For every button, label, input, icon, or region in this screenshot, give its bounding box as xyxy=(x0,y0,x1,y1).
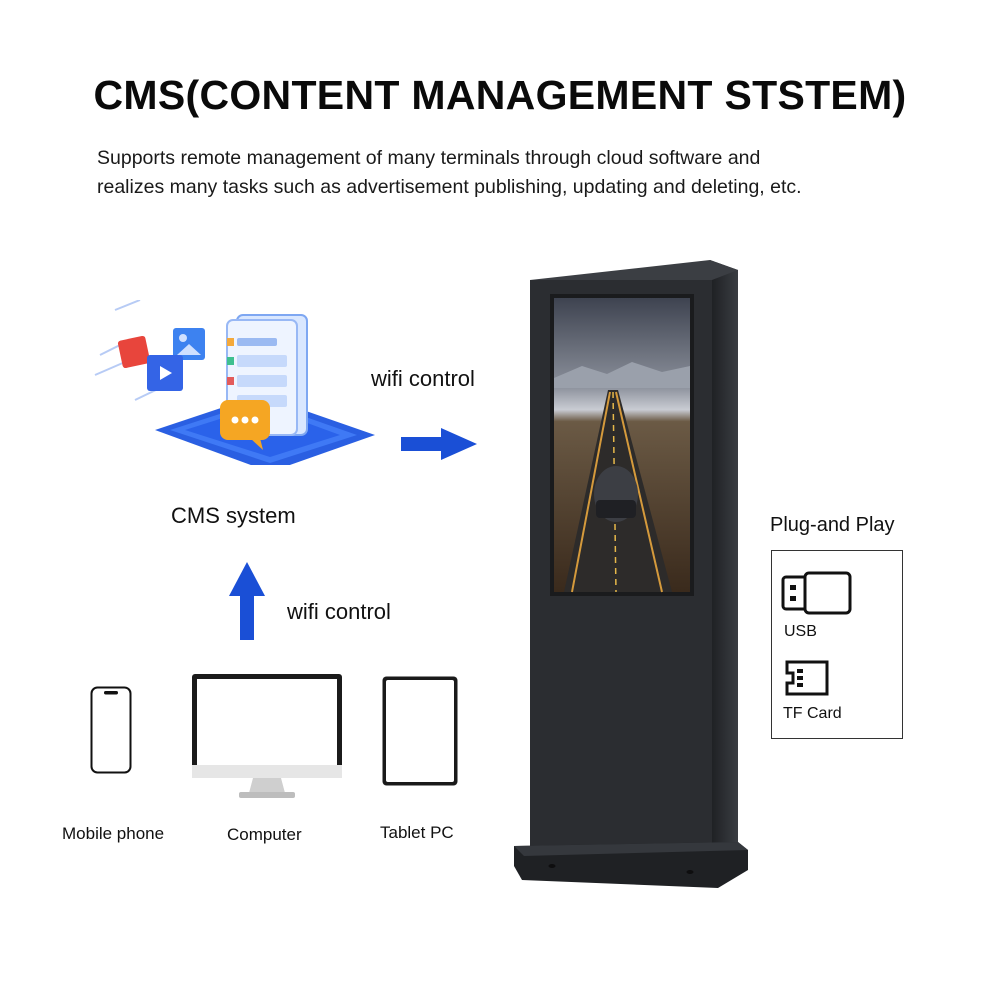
usb-icon xyxy=(781,571,853,615)
computer-monitor-icon xyxy=(191,673,343,801)
wifi-control-right-label: wifi control xyxy=(371,366,475,391)
arrow-right-icon xyxy=(401,428,479,460)
device-label-computer: Computer xyxy=(227,825,302,844)
cms-system-label: CMS system xyxy=(171,503,296,528)
arrow-up-icon xyxy=(229,562,265,640)
digital-signage-kiosk xyxy=(512,258,752,890)
cms-cloud-illustration xyxy=(85,300,385,465)
plug-and-play-heading: Plug-and Play xyxy=(770,514,895,536)
device-label-mobile: Mobile phone xyxy=(62,824,165,843)
device-label-tablet: Tablet PC xyxy=(380,823,454,842)
mobile-phone-icon xyxy=(90,686,132,774)
tf-card-label: TF Card xyxy=(783,705,842,722)
tf-card-icon xyxy=(784,659,830,697)
usb-label: USB xyxy=(784,623,817,640)
page-title: CMS(CONTENT MANAGEMENT STSTEM) xyxy=(93,72,907,118)
wifi-control-up-label: wifi control xyxy=(287,599,391,624)
tablet-icon xyxy=(381,675,459,787)
description-text: Supports remote management of many termi… xyxy=(97,147,802,198)
